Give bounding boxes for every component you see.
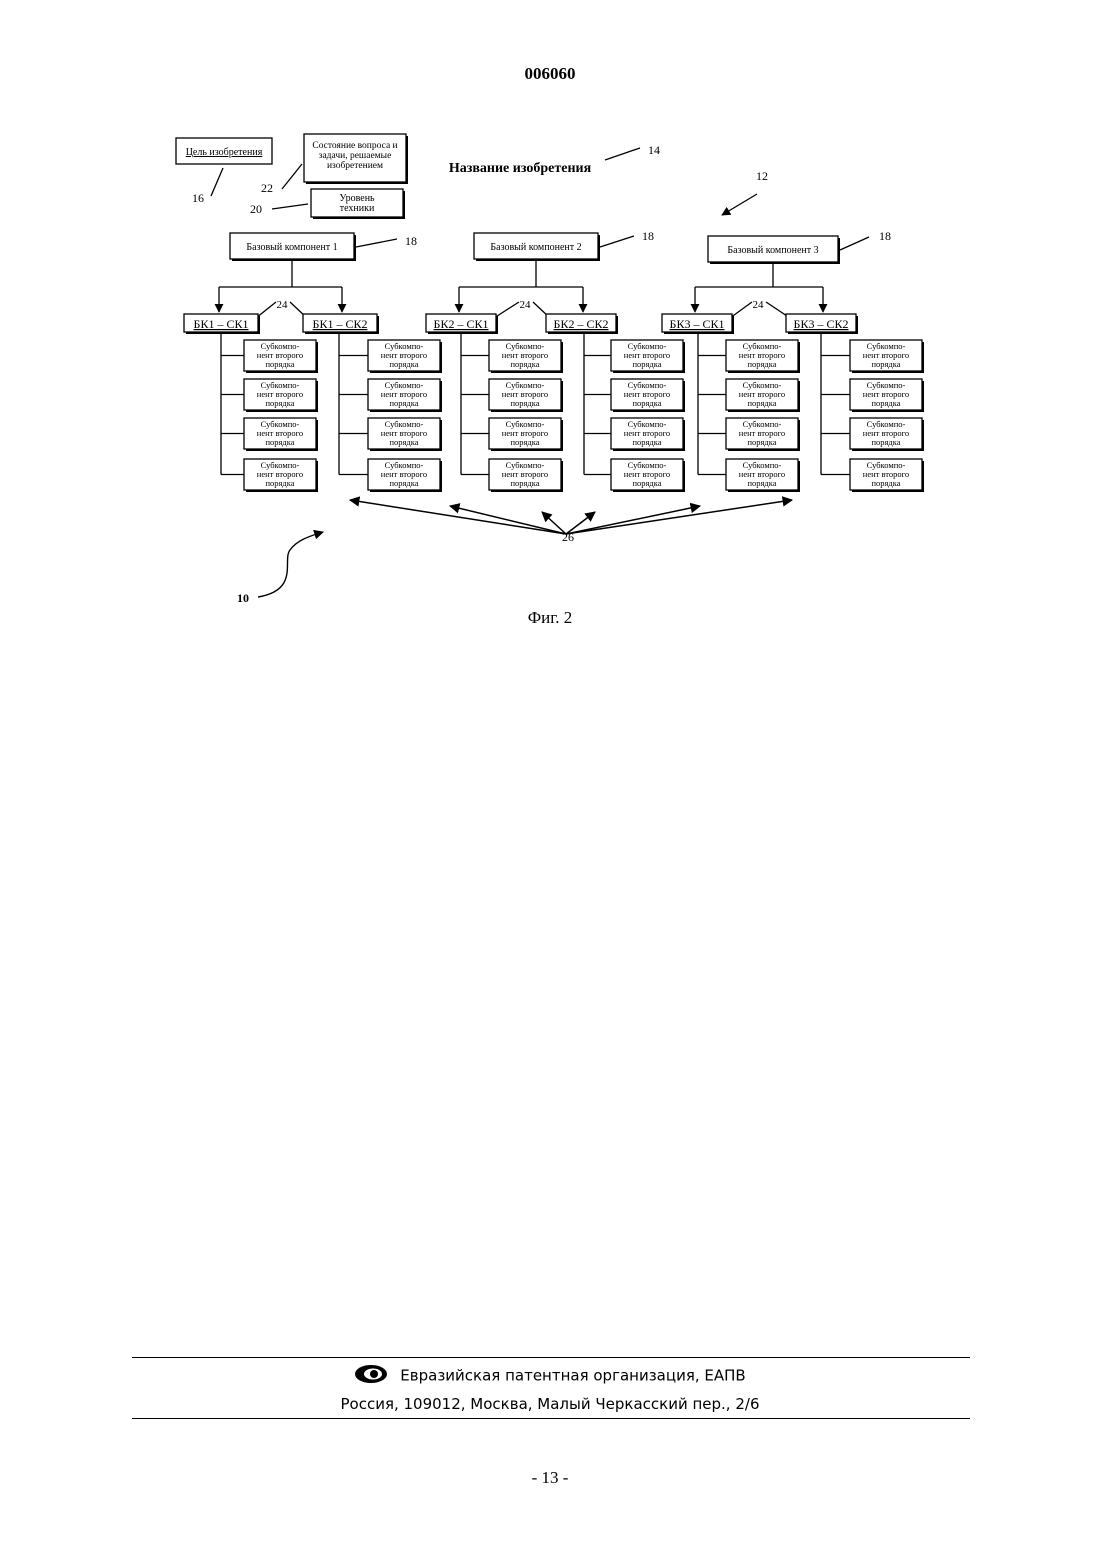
footer-organization: Евразийская патентная организация, ЕАПВ — [0, 1364, 1100, 1388]
title-ref-line — [605, 148, 640, 160]
ref-24: 24 — [277, 299, 289, 311]
base-ref-line-2 — [600, 236, 634, 247]
footer-org-name: Евразийская патентная организация, ЕАПВ — [400, 1367, 745, 1385]
second-order-label-line: порядка — [747, 478, 776, 488]
ref-20: 20 — [250, 202, 262, 216]
eapo-eye-icon — [354, 1364, 388, 1388]
second-order-label-line: порядка — [871, 478, 900, 488]
ref-14: 14 — [648, 143, 660, 157]
figure-ref-curve — [258, 532, 323, 597]
ref24-line — [730, 302, 752, 318]
second-order-label-line: порядка — [871, 359, 900, 369]
ref-12: 12 — [756, 169, 768, 183]
footer-top-rule — [132, 1357, 970, 1358]
second-order-label-line: порядка — [510, 478, 539, 488]
base-component-label-2: Базовый компонент 2 — [490, 242, 581, 253]
sub-component-label-2: БК1 – СК2 — [313, 317, 368, 331]
level-label-line: техники — [340, 203, 375, 214]
second-order-label-line: порядка — [389, 437, 418, 447]
ref26-arrow — [350, 500, 566, 534]
page-number: - 13 - — [0, 1468, 1100, 1488]
second-order-label-line: порядка — [265, 398, 294, 408]
sub-component-label-6: БК3 – СК2 — [794, 317, 849, 331]
second-order-label-line: порядка — [632, 398, 661, 408]
state-label-line: задачи, решаемые — [319, 151, 392, 161]
second-order-label-line: порядка — [389, 478, 418, 488]
second-order-label-line: порядка — [871, 398, 900, 408]
ref-24: 24 — [520, 299, 532, 311]
footer-address: Россия, 109012, Москва, Малый Черкасский… — [0, 1395, 1100, 1413]
invention-title: Название изобретения — [449, 161, 592, 176]
level-ref-line — [272, 204, 308, 209]
ref-24: 24 — [753, 299, 765, 311]
sub-component-label-3: БК2 – СК1 — [434, 317, 489, 331]
state-ref-line — [282, 164, 302, 189]
ref26-arrow — [450, 506, 566, 534]
state-label-line: изобретением — [327, 160, 383, 171]
state-label-line: Состояние вопроса и — [312, 141, 397, 151]
ref-18: 18 — [642, 229, 654, 243]
ref24-line — [494, 302, 519, 318]
second-order-label-line: порядка — [747, 398, 776, 408]
sub-component-label-1: БК1 – СК1 — [194, 317, 249, 331]
ref-18: 18 — [879, 229, 891, 243]
ref-22: 22 — [261, 181, 273, 195]
second-order-label-line: порядка — [265, 478, 294, 488]
base-component-label-1: Базовый компонент 1 — [246, 242, 337, 253]
ref26-arrow — [566, 506, 700, 534]
second-order-label-line: порядка — [389, 359, 418, 369]
second-order-label-line: порядка — [510, 398, 539, 408]
second-order-label-line: порядка — [632, 359, 661, 369]
base-component-label-3: Базовый компонент 3 — [727, 245, 818, 256]
second-order-label-line: порядка — [510, 437, 539, 447]
figure-caption: Фиг. 2 — [0, 608, 1100, 628]
second-order-label-line: порядка — [389, 398, 418, 408]
second-order-label-line: порядка — [632, 437, 661, 447]
base-ref-line-1 — [356, 239, 397, 247]
second-order-label-line: порядка — [747, 437, 776, 447]
second-order-label-line: порядка — [632, 478, 661, 488]
second-order-label-line: порядка — [510, 359, 539, 369]
ref24-line — [256, 302, 276, 318]
ref-18: 18 — [405, 234, 417, 248]
ref26-arrow — [566, 500, 792, 534]
second-order-label-line: порядка — [265, 437, 294, 447]
footer-bottom-rule — [132, 1418, 970, 1419]
ref-16: 16 — [192, 191, 204, 205]
purpose-label: Цель изобретения — [186, 147, 263, 158]
hierarchy-diagram: Цель изобретения 16 Состояние вопроса изад… — [0, 0, 1100, 640]
purpose-ref-line — [211, 168, 223, 196]
patent-figure: Цель изобретения 16 Состояние вопроса изад… — [0, 0, 1100, 645]
second-order-label-line: порядка — [871, 437, 900, 447]
ref-10: 10 — [237, 591, 249, 605]
sub-component-label-5: БК3 – СК1 — [670, 317, 725, 331]
sub-component-label-4: БК2 – СК2 — [554, 317, 609, 331]
base-ref-line-3 — [840, 237, 869, 250]
second-order-label-line: порядка — [265, 359, 294, 369]
second-order-label-line: порядка — [747, 359, 776, 369]
tree-ref-arrow — [722, 194, 757, 215]
